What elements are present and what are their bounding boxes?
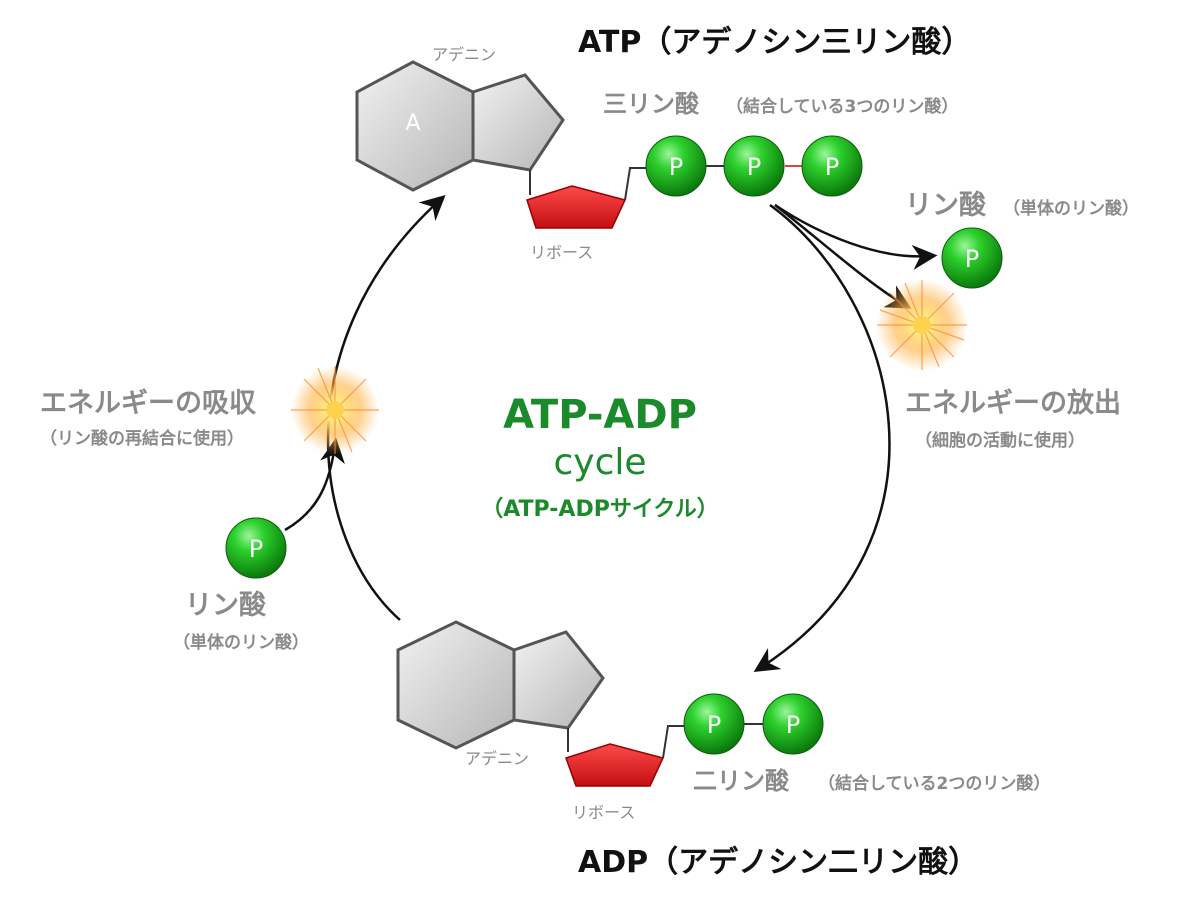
atp-triphosphate-label: 三リン酸 (603, 90, 700, 118)
released-phosphate-note: （単体のリン酸） (1003, 198, 1139, 219)
phosphate-release-arrow (774, 203, 938, 270)
released-phosphate: P (941, 227, 1003, 289)
energy-absorb-note: （リン酸の再結合に使用） (40, 428, 244, 449)
svg-text:P: P (965, 245, 979, 273)
atp-title: ATP（アデノシン三リン酸） (578, 25, 971, 60)
adp-adenine (396, 620, 605, 750)
atp-ribose-label: リボース (530, 243, 593, 262)
released-phosphate-label: リン酸 (905, 190, 987, 221)
absorbed-phosphate-label: リン酸 (185, 590, 267, 621)
atp-phosphate-2: P (723, 135, 785, 197)
energy-release-burst-icon (876, 279, 968, 371)
atp-triphosphate-note: （結合している3つのリン酸） (726, 96, 958, 117)
energy-release-note: （細胞の活動に使用） (915, 430, 1085, 451)
atp-ribose (526, 185, 627, 229)
adp-molecule: P P (396, 620, 824, 787)
atp-adenine-label: アデニン (432, 45, 496, 64)
energy-absorb-burst-icon (291, 366, 379, 454)
center-title: ATP-ADP (503, 392, 697, 438)
adp-ribose (565, 743, 665, 787)
energy-release-arrow (774, 204, 912, 309)
adp-diphosphate-note: （結合している2つのリン酸） (818, 773, 1050, 794)
release-arc-arrow (753, 203, 891, 673)
adp-diphosphate-label: 二リン酸 (693, 767, 790, 795)
absorbed-phosphate-note: （単体のリン酸） (173, 632, 309, 653)
cycle-arrows (284, 194, 938, 673)
atp-adenine: A (355, 60, 565, 192)
adp-title: ADP（アデノシン二リン酸） (578, 845, 978, 880)
adp-phosphate-1: P (683, 693, 745, 755)
adp-adenine-label: アデニン (465, 749, 529, 768)
energy-absorb-label: エネルギーの吸収 (40, 388, 257, 419)
phosphate-absorb-arrow (284, 437, 345, 532)
absorbed-phosphate: P (225, 517, 287, 579)
svg-text:P: P (747, 153, 761, 181)
center-subtitle: cycle (553, 442, 646, 483)
svg-text:P: P (249, 535, 263, 563)
svg-text:P: P (707, 711, 721, 739)
energy-release-label: エネルギーの放出 (905, 387, 1121, 419)
svg-text:P: P (669, 153, 683, 181)
center-caption: （ATP-ADPサイクル） (481, 497, 719, 522)
adp-phosphate-2: P (762, 693, 824, 755)
atp-adenine-letter: A (405, 111, 420, 136)
atp-phosphate-3: P (801, 135, 863, 197)
svg-text:P: P (786, 711, 800, 739)
svg-text:P: P (825, 153, 839, 181)
atp-phosphate-1: P (645, 135, 707, 197)
atp-molecule: A P P P (355, 60, 863, 229)
adp-ribose-label: リボース (572, 803, 635, 822)
